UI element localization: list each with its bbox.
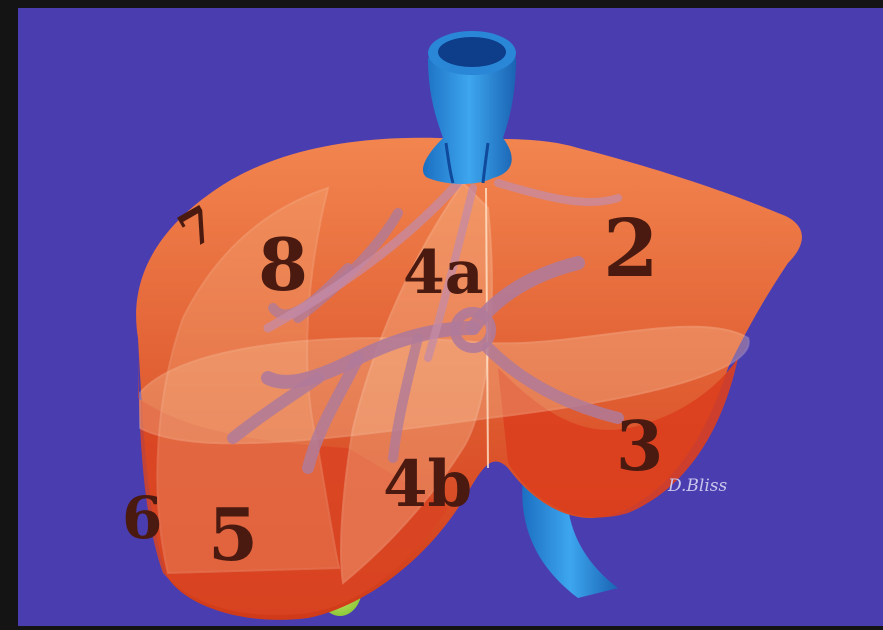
segment-label-8: 8 [258, 222, 308, 307]
segment-label-3: 3 [616, 407, 663, 487]
segment-label-6: 6 [122, 484, 162, 552]
segment-label-4a: 4a [403, 238, 484, 308]
segment-label-2: 2 [603, 201, 659, 295]
inferior-vena-cava [423, 31, 516, 184]
liver-illustration-svg: 7 8 4a 2 3 4b 5 6 D.Bliss [18, 8, 883, 626]
segment-label-4b: 4b [383, 447, 472, 522]
segment-label-5: 5 [208, 492, 258, 577]
artist-signature: D.Bliss [667, 476, 728, 496]
liver-illustration: 7 8 4a 2 3 4b 5 6 D.Bliss [18, 8, 883, 626]
